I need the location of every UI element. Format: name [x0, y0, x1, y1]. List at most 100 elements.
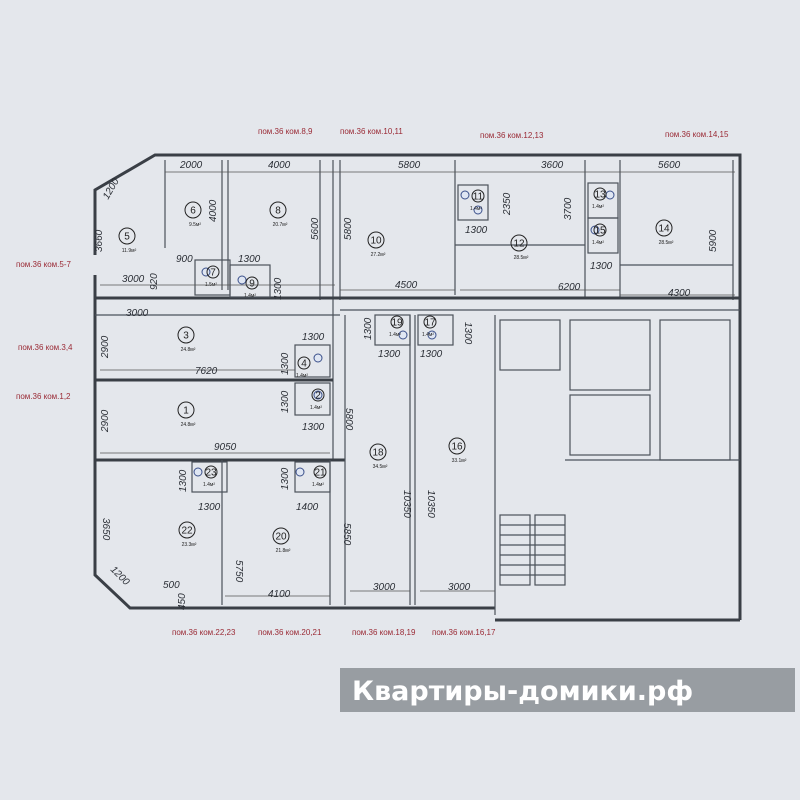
- stair-steps: [500, 524, 565, 576]
- dim: 5600: [310, 217, 321, 240]
- dim: 3000: [122, 274, 145, 285]
- room-number-circle: [118, 227, 136, 245]
- room-number-circle: [245, 276, 259, 290]
- room-area: 27.2м²: [371, 252, 386, 258]
- room-area: 1.4м²: [592, 204, 604, 210]
- room-number-circle: [655, 219, 673, 237]
- room-number-circle: [297, 356, 311, 370]
- stairwell: [499, 319, 740, 586]
- room-number-circle: [471, 189, 485, 203]
- dim: 7620: [195, 366, 218, 377]
- dim: 5850: [341, 523, 352, 546]
- room-area: 33.1м²: [452, 458, 467, 464]
- dim: 1300: [280, 390, 291, 413]
- room-area: 1.4м²: [244, 293, 256, 299]
- room-number-circle: [423, 315, 437, 329]
- room-4: 41.4м²: [296, 356, 311, 379]
- room-8: 820.7м²: [269, 201, 288, 228]
- dim: 3700: [563, 197, 574, 220]
- room-number: 17: [424, 318, 436, 329]
- room-number: 20: [275, 532, 287, 543]
- unit-label-16-17: пом.36 ком.16,17: [432, 628, 496, 637]
- dim: 4300: [668, 288, 691, 299]
- unit-label-3-4: пом.36 ком.3,4: [18, 343, 73, 352]
- dim: 3000: [448, 582, 471, 593]
- room-11: 111.4м²: [470, 189, 485, 212]
- room-number: 1: [183, 406, 189, 417]
- dim: 2900: [100, 409, 111, 433]
- dim: 1300: [280, 467, 291, 490]
- room-area: 24.8м²: [181, 347, 196, 353]
- dim: 1300: [378, 349, 401, 360]
- dim: 1300: [280, 352, 291, 375]
- unit-label-12-13: пом.36 ком.12,13: [480, 131, 544, 140]
- room-17: 17 1.4м²: [422, 315, 437, 338]
- room-number-circle: [184, 201, 202, 219]
- room-number: 6: [190, 206, 196, 217]
- dim: 2350: [502, 192, 513, 216]
- room-9: 91.4м²: [244, 276, 259, 299]
- room-number: 19: [391, 318, 403, 329]
- room-number-circle: [390, 315, 404, 329]
- room-area: 23.3м²: [182, 542, 197, 548]
- dim: 500: [163, 580, 180, 591]
- room-area: 24.8м²: [181, 422, 196, 428]
- dim: 1300: [590, 261, 613, 272]
- room-area: 1.4м²: [422, 332, 434, 338]
- dimension-lines: [100, 171, 735, 597]
- dim: 4000: [268, 160, 291, 171]
- unit-label-14-15: пом.36 ком.14,15: [665, 130, 729, 139]
- room-number: 4: [301, 359, 307, 370]
- room-number-circle: [311, 388, 325, 402]
- room-number: 23: [205, 468, 217, 479]
- room-area: 1.4м²: [312, 482, 324, 488]
- unit-label-18-19: пом.36 ком.18,19: [352, 628, 416, 637]
- room-area: 9.5м²: [189, 222, 201, 228]
- room-number: 15: [594, 226, 606, 237]
- dim: 900: [176, 254, 193, 265]
- dim: 5800: [343, 408, 354, 431]
- room-number-circle: [593, 223, 607, 237]
- room-area: 28.5м²: [659, 240, 674, 246]
- dim: 4500: [395, 280, 418, 291]
- room-2: 21.4м²: [310, 388, 325, 411]
- dim: 9050: [214, 442, 237, 453]
- room-area: 1.4м²: [389, 332, 401, 338]
- room-number-circle: [204, 465, 218, 479]
- room-number-circle: [313, 465, 327, 479]
- unit-label-10-11: пом.36 ком.10,11: [340, 127, 403, 136]
- dim: 5800: [343, 217, 354, 240]
- room-number: 12: [513, 239, 525, 250]
- unit-label-5-7: пом.36 ком.5-7: [16, 260, 72, 269]
- watermark-text: Квартиры-домики.рф: [352, 676, 693, 707]
- room-number: 13: [594, 190, 606, 201]
- room-number-circle: [272, 527, 290, 545]
- room-area: 1.4м²: [310, 405, 322, 411]
- dimension-texts: 2000 4000 5800 3600 5600 1200 3660 4000 …: [94, 160, 719, 610]
- room-number: 3: [183, 331, 189, 342]
- room-area: 34.5м²: [373, 464, 388, 470]
- bathroom-units: [191, 182, 619, 493]
- dim: 4000: [208, 199, 219, 222]
- dim: 1300: [420, 349, 443, 360]
- dim: 6200: [558, 282, 581, 293]
- dim: 1300: [302, 332, 325, 343]
- room-number-circle: [206, 265, 220, 279]
- dim: 1300: [238, 254, 261, 265]
- room-number-circle: [177, 326, 195, 344]
- room-number: 7: [210, 268, 216, 279]
- dim: 3650: [100, 518, 111, 541]
- dim: 4100: [268, 589, 291, 600]
- dim: 10350: [401, 490, 412, 518]
- unit-label-20-21: пом.36 ком.20,21: [258, 628, 322, 637]
- dim: 3000: [126, 308, 149, 319]
- dim: 3000: [373, 582, 396, 593]
- dim: 920: [149, 273, 160, 290]
- unit-labels: пом.36 ком.8,9 пом.36 ком.10,11 пом.36 к…: [16, 127, 729, 637]
- room-13: 13 1.4м²: [592, 187, 607, 210]
